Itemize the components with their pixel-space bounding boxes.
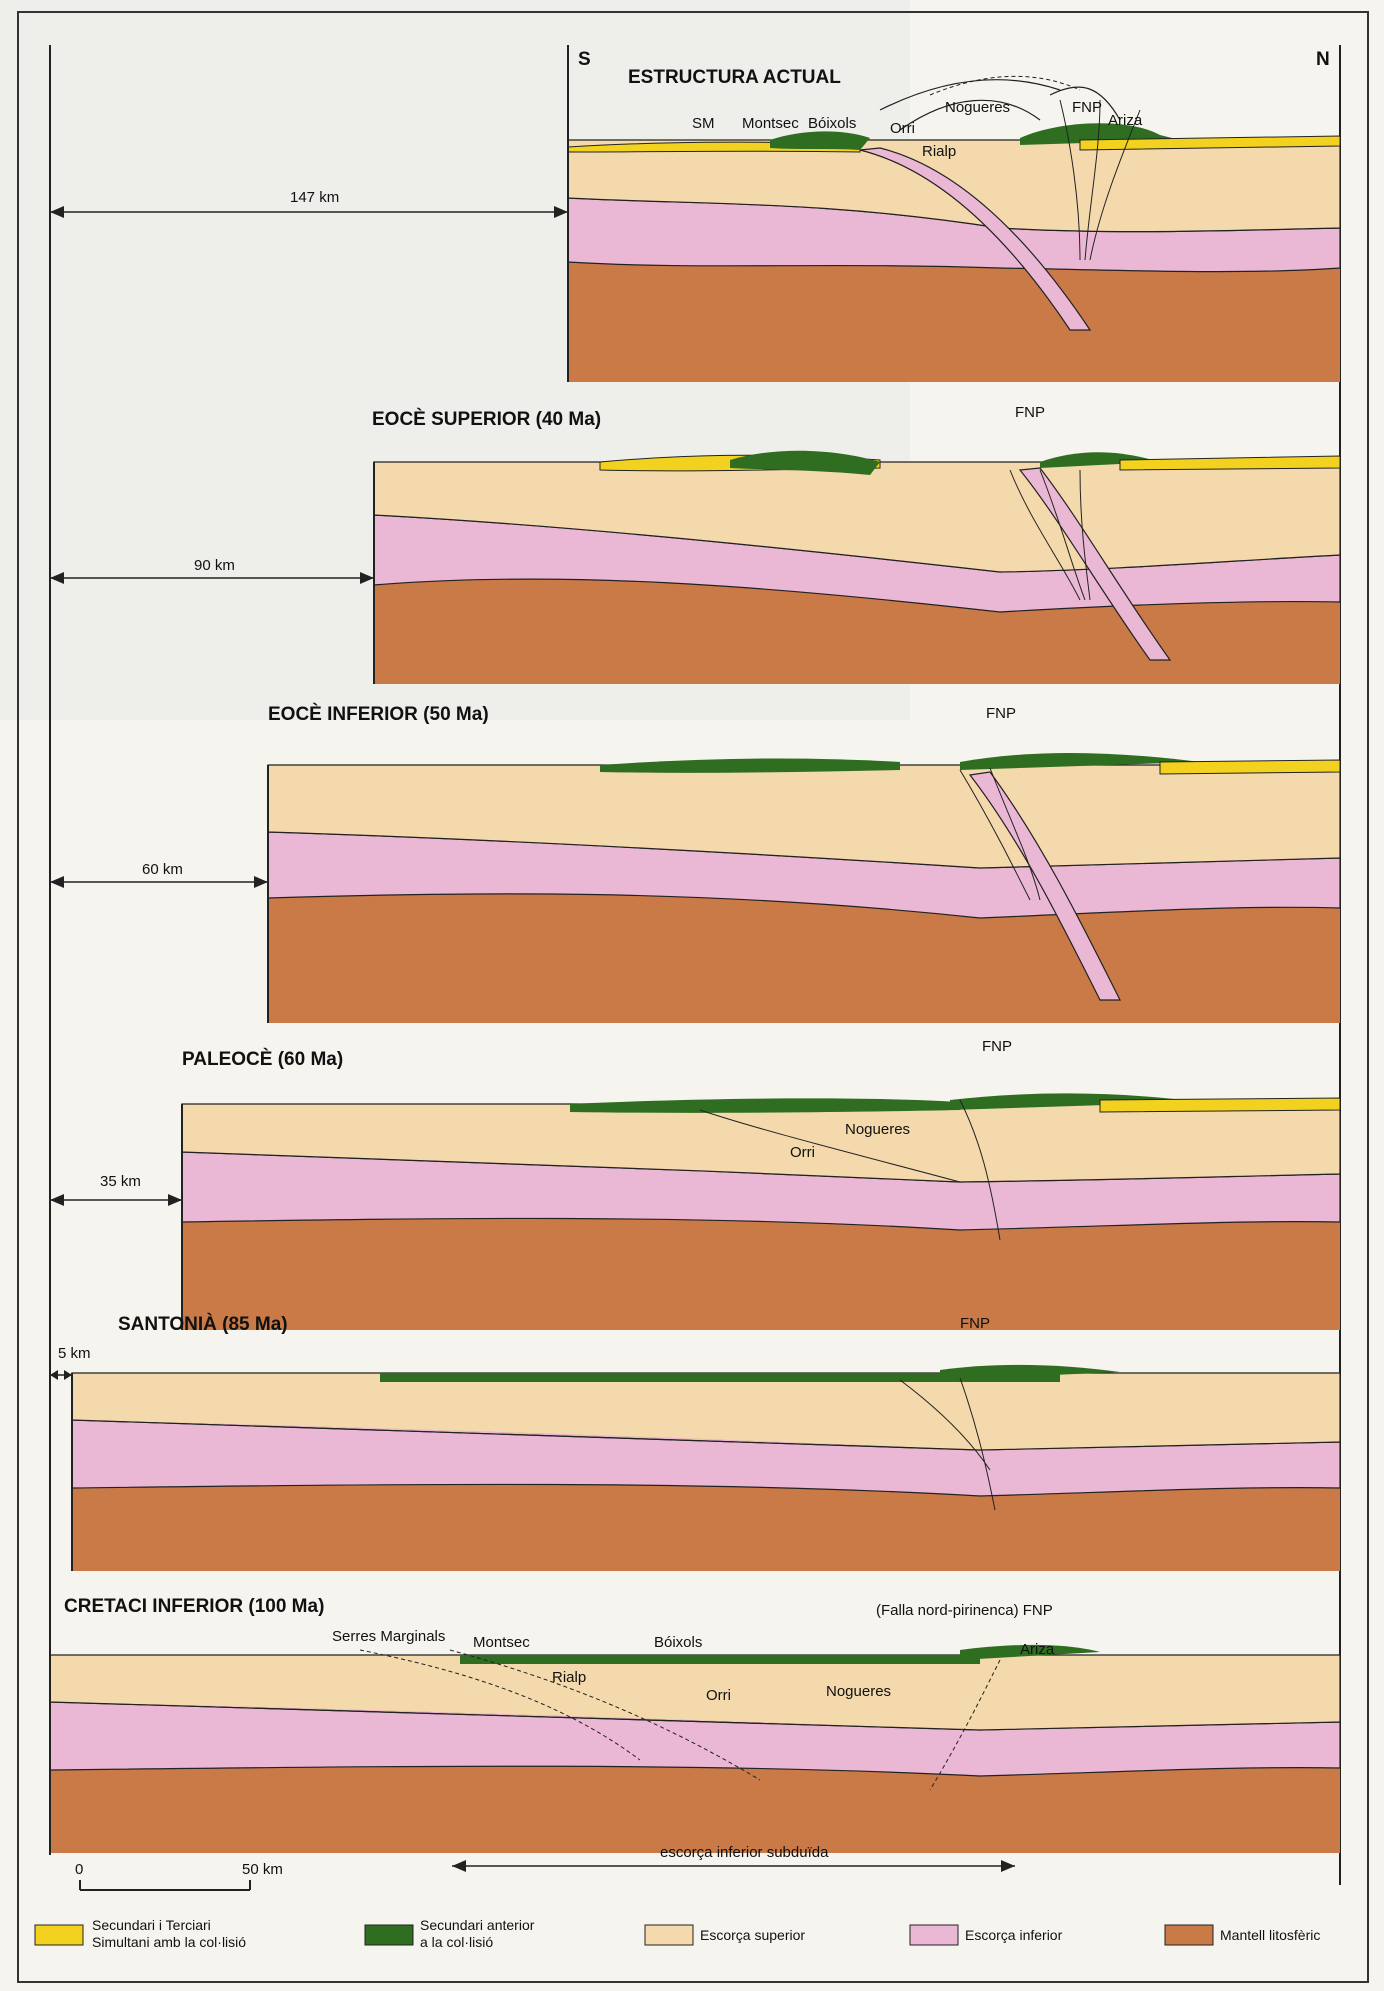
- legend-swatch-yellow: [35, 1925, 83, 1945]
- shortening-60: 60 km: [142, 861, 183, 878]
- scale-end-label: 50 km: [242, 1861, 283, 1878]
- shortening-147: 147 km: [290, 189, 339, 206]
- label-boixols: Bóixols: [808, 115, 856, 132]
- shortening-5: 5 km: [58, 1345, 91, 1362]
- shortening-90: 90 km: [194, 557, 235, 574]
- scale-start-label: 0: [75, 1861, 83, 1878]
- north-label: N: [1316, 49, 1330, 70]
- legend-swatch-lower-crust: [910, 1925, 958, 1945]
- section-title-paleoce: PALEOCÈ (60 Ma): [182, 1048, 343, 1070]
- legend-label-upper-crust: Escorça superior: [700, 1927, 805, 1943]
- shortening-35: 35 km: [100, 1173, 141, 1190]
- legend-label-green-1: Secundari anterior: [420, 1917, 535, 1933]
- label-serres-marginals: Serres Marginals: [332, 1628, 445, 1645]
- label-nogueres-6: Nogueres: [826, 1683, 891, 1700]
- label-ariza: Ariza: [1108, 112, 1143, 129]
- legend-label-yellow-2: Simultani amb la col·lisió: [92, 1934, 246, 1950]
- label-fnp-2: FNP: [1015, 404, 1045, 421]
- legend-label-mantle: Mantell litosfèric: [1220, 1927, 1320, 1943]
- label-boixols-6: Bóixols: [654, 1634, 702, 1651]
- legend-swatch-upper-crust: [645, 1925, 693, 1945]
- legend-label-yellow-1: Secundari i Terciari: [92, 1917, 211, 1933]
- label-sm: SM: [692, 115, 715, 132]
- legend-swatch-green: [365, 1925, 413, 1945]
- label-falla-fnp: (Falla nord-pirinenca) FNP: [876, 1602, 1053, 1619]
- label-orri-4: Orri: [790, 1144, 815, 1161]
- legend-label-green-2: a la col·lisió: [420, 1934, 493, 1950]
- label-fnp-1: FNP: [1072, 99, 1102, 116]
- south-label: S: [578, 49, 591, 70]
- section-title-estructura-actual: ESTRUCTURA ACTUAL: [628, 67, 841, 88]
- legend-label-lower-crust: Escorça inferior: [965, 1927, 1063, 1943]
- label-fnp-4: FNP: [982, 1038, 1012, 1055]
- section-title-eoce-inferior: EOCÈ INFERIOR (50 Ma): [268, 703, 489, 725]
- section-title-eoce-superior: EOCÈ SUPERIOR (40 Ma): [372, 408, 601, 430]
- label-nogueres: Nogueres: [945, 99, 1010, 116]
- label-ariza-6: Ariza: [1020, 1641, 1055, 1658]
- label-orri-6: Orri: [706, 1687, 731, 1704]
- section-santonia: [50, 1365, 1340, 1571]
- legend-swatch-mantle: [1165, 1925, 1213, 1945]
- label-rialp: Rialp: [922, 143, 956, 160]
- label-orri: Orri: [890, 120, 915, 137]
- section-title-cretaci-inferior: CRETACI INFERIOR (100 Ma): [64, 1596, 324, 1617]
- subducted-lower-crust-label: escorça inferior subduïda: [660, 1844, 829, 1861]
- label-montsec-6: Montsec: [473, 1634, 530, 1651]
- label-rialp-6: Rialp: [552, 1669, 586, 1686]
- label-montsec: Montsec: [742, 115, 799, 132]
- label-nogueres-4: Nogueres: [845, 1121, 910, 1138]
- section-paleoce: [50, 1093, 1340, 1330]
- label-fnp-3: FNP: [986, 705, 1016, 722]
- label-fnp-5: FNP: [960, 1315, 990, 1332]
- section-title-santonia: SANTONIÀ (85 Ma): [118, 1313, 288, 1335]
